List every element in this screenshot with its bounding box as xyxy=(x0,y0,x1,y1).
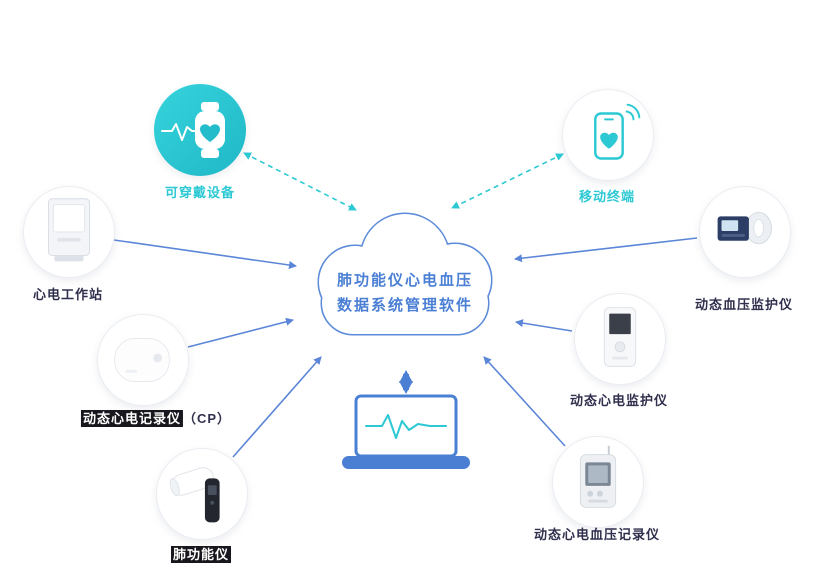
smartphone-icon xyxy=(594,103,641,160)
node-workstation xyxy=(23,186,115,278)
cp-recorder-circle xyxy=(97,314,189,406)
ecg-monitor-circle xyxy=(574,293,666,385)
label-spirometer: 肺功能仪 xyxy=(170,546,232,563)
spirometer-image xyxy=(169,467,220,523)
laptop-image xyxy=(342,394,470,469)
arrow-workstation-to-cloud xyxy=(113,239,297,269)
node-mobile xyxy=(562,89,654,181)
spirometer-circle xyxy=(156,448,248,540)
arrow-bp-monitor-to-cloud xyxy=(514,237,698,263)
label-workstation: 心电工作站 xyxy=(32,287,104,302)
wearable-circle xyxy=(154,84,246,176)
arrow-wearable-cloud xyxy=(243,152,357,211)
label-wearable: 可穿戴设备 xyxy=(164,185,236,200)
cloud-title-line1: 肺功能仪心电血压 xyxy=(336,272,473,289)
ecg-workstation-image xyxy=(47,198,91,262)
cloud-title: 肺功能仪心电血压 数据系统管理软件 xyxy=(292,268,518,318)
node-spirometer xyxy=(156,448,248,540)
label-ecg-bp-recorder: 动态心电血压记录仪 xyxy=(533,527,661,542)
node-ecg-bp-recorder xyxy=(552,436,644,528)
node-cp-recorder xyxy=(97,314,189,406)
arrow-ecg-bp-recorder-to-cloud xyxy=(483,356,566,447)
ecg-monitor-image xyxy=(603,307,637,367)
arrow-cp-recorder-to-cloud xyxy=(187,317,294,348)
cloud-title-line2: 数据系统管理软件 xyxy=(336,297,473,314)
cp-recorder-image xyxy=(114,337,170,383)
workstation-circle xyxy=(23,186,115,278)
bp-monitor-circle xyxy=(699,186,791,278)
node-bp-monitor xyxy=(699,186,791,278)
arrow-ecg-monitor-to-cloud xyxy=(515,319,573,332)
ecg-bp-recorder-circle xyxy=(552,436,644,528)
arrow-spirometer-to-cloud xyxy=(232,356,322,458)
label-cp-recorder: 动态心电记录仪（CP） xyxy=(80,410,232,427)
label-mobile: 移动终端 xyxy=(578,189,636,204)
node-wearable xyxy=(154,84,246,176)
ecg-bp-recorder-image xyxy=(579,445,617,508)
node-ecg-monitor xyxy=(574,293,666,385)
arrow-mobile-cloud xyxy=(451,153,564,209)
mobile-circle xyxy=(562,89,654,181)
ecg-waveform-icon xyxy=(365,414,447,439)
label-bp-monitor: 动态血压监护仪 xyxy=(694,297,794,312)
label-ecg-monitor: 动态心电监护仪 xyxy=(569,393,669,408)
smartwatch-icon xyxy=(161,102,225,158)
bp-monitor-image xyxy=(717,211,772,245)
